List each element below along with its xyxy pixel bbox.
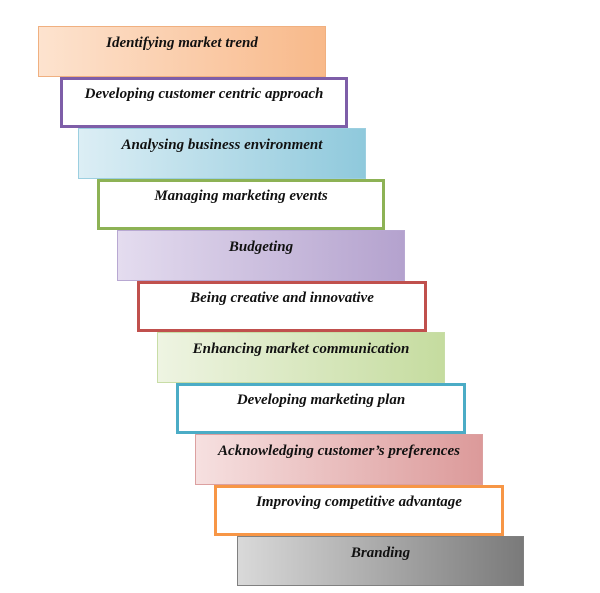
step-label: Analysing business environment: [121, 137, 323, 153]
step-label: Being creative and innovative: [190, 290, 374, 306]
step-managing-marketing-events: Managing marketing events: [97, 179, 385, 230]
step-label: Enhancing market communication: [192, 341, 410, 357]
step-analysing-business-environment: Analysing business environment: [78, 128, 366, 179]
step-label: Acknowledging customer’s preferences: [218, 443, 460, 459]
step-enhancing-market-communication: Enhancing market communication: [157, 332, 445, 383]
step-developing-customer-centric-approach: Developing customer centric approach: [60, 77, 348, 128]
step-label: Developing customer centric approach: [84, 86, 324, 102]
step-label: Budgeting: [228, 239, 294, 255]
step-identifying-market-trend: Identifying market trend: [38, 26, 326, 77]
step-being-creative-and-innovative: Being creative and innovative: [137, 281, 427, 332]
step-label: Developing marketing plan: [236, 392, 406, 408]
step-label: Identifying market trend: [106, 35, 258, 51]
step-acknowledging-customers-preferences: Acknowledging customer’s preferences: [195, 434, 483, 485]
step-budgeting: Budgeting: [117, 230, 405, 281]
step-improving-competitive-advantage: Improving competitive advantage: [214, 485, 504, 536]
step-label: Improving competitive advantage: [256, 494, 462, 510]
step-developing-marketing-plan: Developing marketing plan: [176, 383, 466, 434]
step-branding: Branding: [237, 536, 524, 586]
step-label: Managing marketing events: [154, 188, 328, 204]
step-label: Branding: [350, 545, 411, 561]
